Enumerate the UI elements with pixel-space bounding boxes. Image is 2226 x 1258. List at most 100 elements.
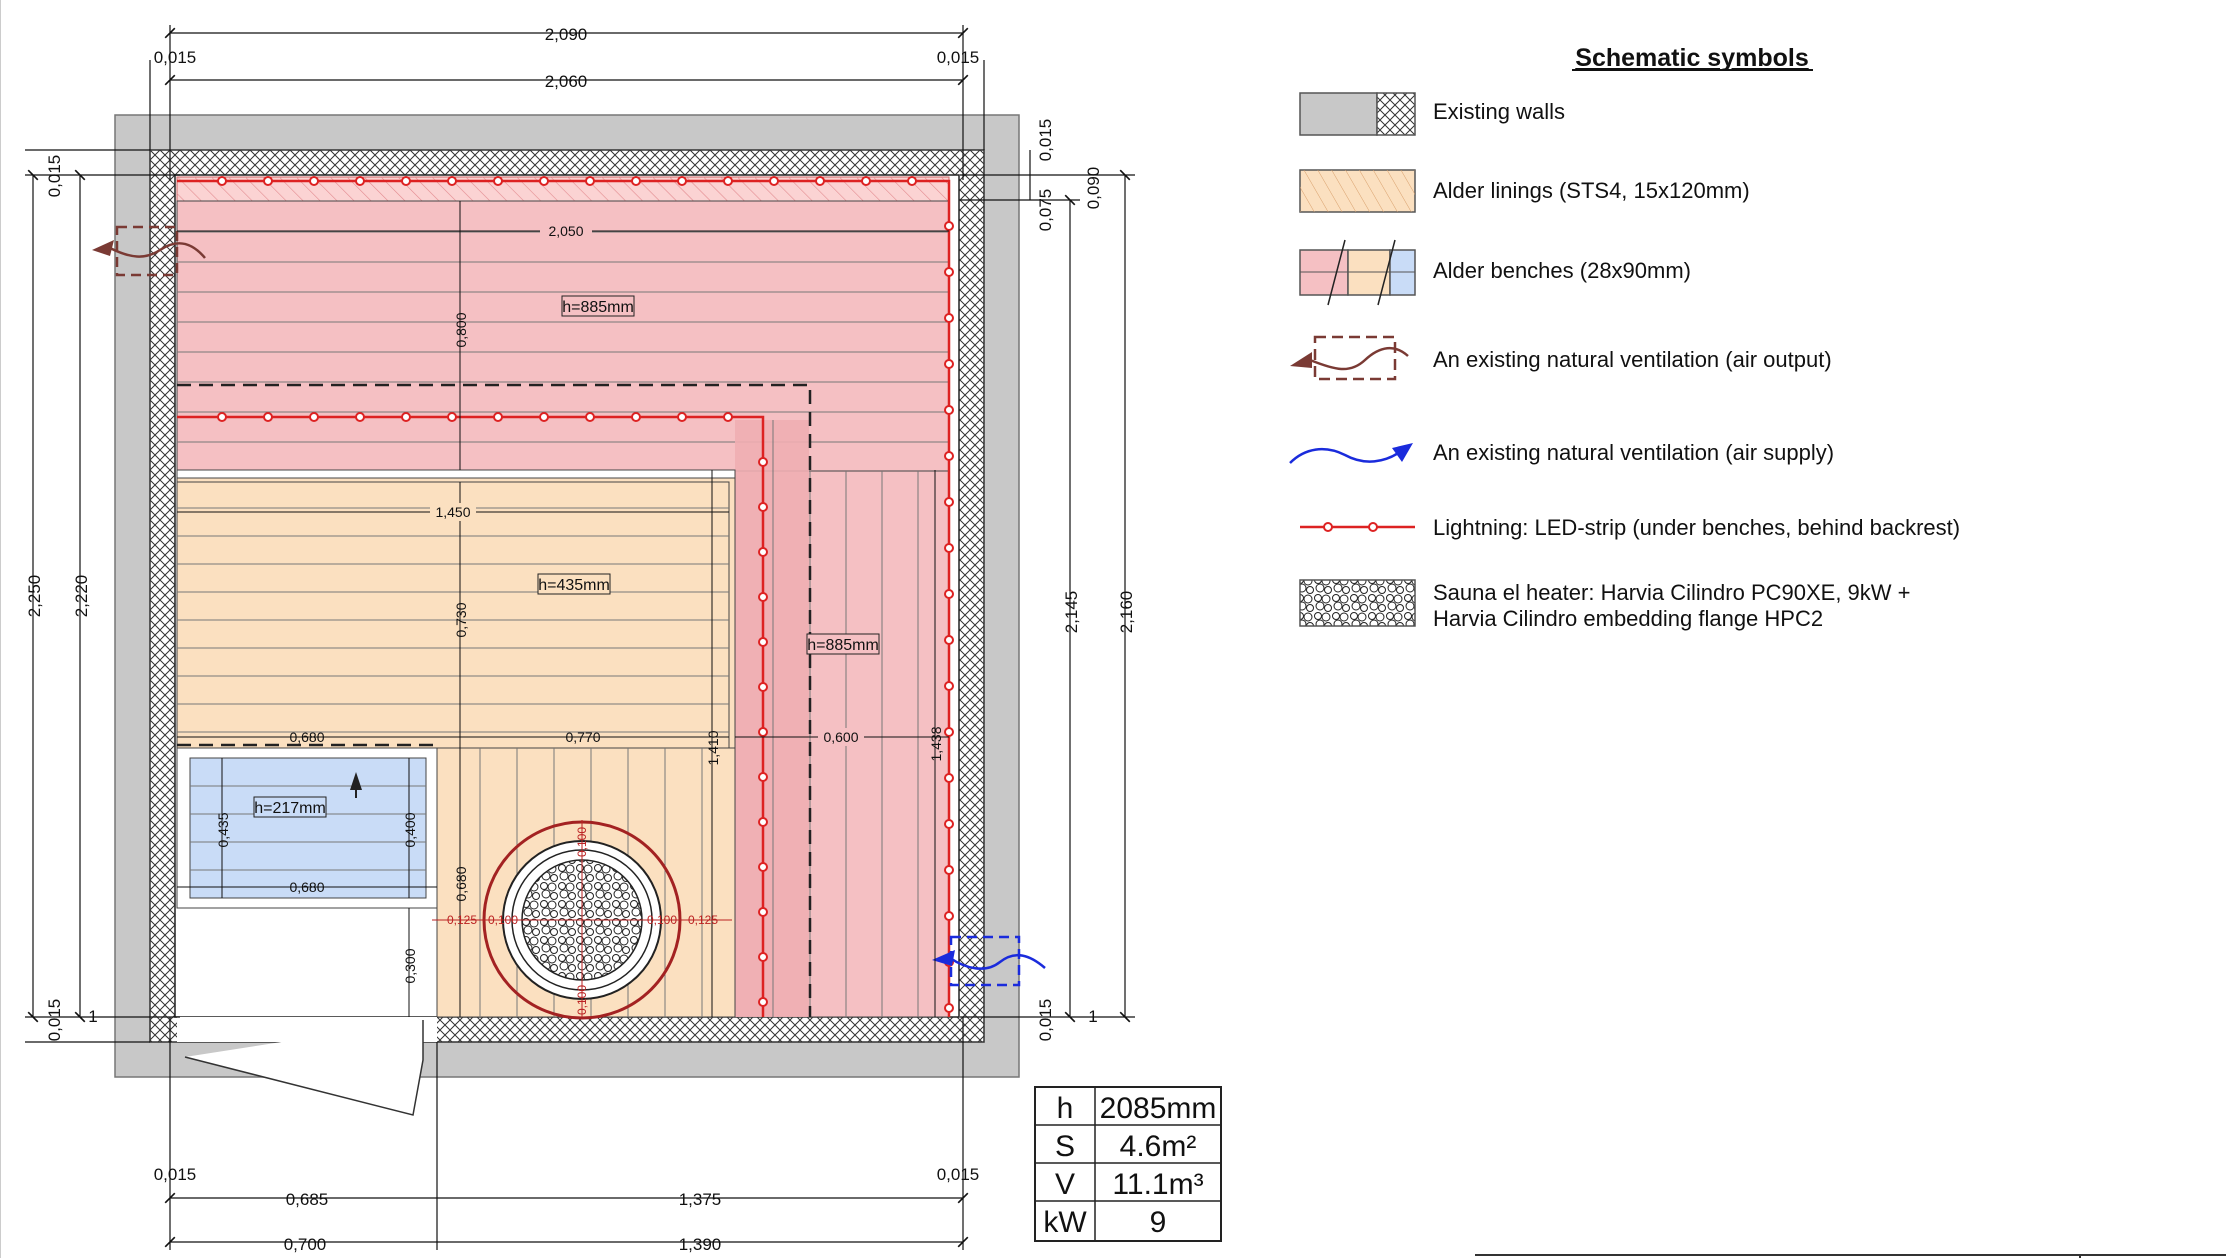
led-dot <box>944 727 954 737</box>
led-dot <box>401 176 411 186</box>
led-dot <box>493 412 503 422</box>
dim-door-gap: 0,300 <box>402 948 418 983</box>
dim-top-right-edge: 0,015 <box>937 48 980 67</box>
dim-floor-width: 0,770 <box>565 729 600 745</box>
led-dot <box>631 412 641 422</box>
led-dot <box>815 176 825 186</box>
dim-bottom-right-b: 1,390 <box>679 1235 722 1254</box>
dim-bench-top-width: 2,050 <box>548 223 583 239</box>
led-dot <box>758 592 768 602</box>
dim-bench-mid-width: 1,450 <box>435 504 470 520</box>
legend-label-benches: Alder benches (28x90mm) <box>1433 258 1691 283</box>
dim-right-inner: 2,145 <box>1062 591 1081 634</box>
door-swing <box>184 1020 424 1116</box>
dim-heater-clear-bottom: 0,100 <box>575 985 589 1015</box>
led-dot <box>944 359 954 369</box>
led-dot <box>585 412 595 422</box>
dim-step-depth-a: 0,435 <box>215 812 231 847</box>
led-dot <box>677 176 687 186</box>
led-dot <box>758 547 768 557</box>
alder-benches-swatch <box>1299 239 1416 306</box>
dim-top-total: 2,090 <box>545 25 588 44</box>
upper-bench-outline <box>177 383 812 1017</box>
dim-heater-clear-a: 0,125 <box>447 913 477 927</box>
led-dot <box>263 412 273 422</box>
led-dot <box>758 952 768 962</box>
led-dot <box>758 502 768 512</box>
dim-left-top-edge: 0,015 <box>45 155 64 198</box>
led-dot <box>944 451 954 461</box>
led-dot <box>758 682 768 692</box>
dim-right-top-edge: 0,015 <box>1036 119 1055 162</box>
led-dot <box>217 412 227 422</box>
led-dot <box>944 405 954 415</box>
dim-heater-clear-top: 0,100 <box>575 827 589 857</box>
led-dot <box>907 176 917 186</box>
dim-floor-depth: 0,680 <box>453 866 469 901</box>
dim-bottom-right-a: 1,375 <box>679 1190 722 1209</box>
dim-heater-clear-b: 0,100 <box>488 913 518 927</box>
led-dot <box>944 865 954 875</box>
section-mark-right: 1 <box>1088 1007 1097 1026</box>
spec-key-v: V <box>1055 1168 1075 1201</box>
led-dot <box>631 176 641 186</box>
dim-top-left-edge: 0,015 <box>154 48 197 67</box>
spec-value-s: 4.6m² <box>1120 1130 1197 1163</box>
dim-right-top-gap: 0,075 <box>1036 189 1055 232</box>
dim-step-width-top: 0,680 <box>289 729 324 745</box>
led-dot <box>447 412 457 422</box>
led-dot <box>944 911 954 921</box>
label-step-height: h=217mm <box>254 800 326 817</box>
existing-walls-swatch <box>1299 92 1416 136</box>
led-dot <box>758 727 768 737</box>
dim-bench-top-depth: 0,800 <box>453 312 469 347</box>
alder-linings-swatch <box>1299 169 1416 213</box>
spec-value-v: 11.1m³ <box>1112 1168 1203 1201</box>
legend-label-vent-in: An existing natural ventilation (air sup… <box>1433 440 1834 465</box>
dim-right-top-outer: 0,090 <box>1084 167 1103 210</box>
section-mark-left: 1 <box>88 1007 97 1026</box>
led-dot <box>944 589 954 599</box>
led-dot <box>944 819 954 829</box>
led-dot <box>217 176 227 186</box>
heater-swatch <box>1299 579 1416 627</box>
led-dot <box>944 497 954 507</box>
spec-key-kw: kW <box>1043 1206 1087 1239</box>
dim-bottom-left-edge: 0,015 <box>154 1165 197 1184</box>
legend-title: Schematic symbols <box>1575 44 1808 72</box>
spec-value-h: 2085mm <box>1100 1092 1217 1125</box>
label-bench-mid-height: h=435mm <box>538 577 610 594</box>
led-dot <box>447 176 457 186</box>
led-dot <box>944 773 954 783</box>
led-dot <box>758 772 768 782</box>
led-dot <box>758 907 768 917</box>
legend: Schematic symbols Existing walls Alder l… <box>1289 44 1960 631</box>
dim-bench-right-depth: 0,600 <box>823 729 858 745</box>
led-dot <box>355 176 365 186</box>
led-dot <box>723 412 733 422</box>
dim-bottom-left-a: 0,685 <box>286 1190 329 1209</box>
specs-table: h 2085mm S 4.6m² V 11.1m³ kW 9 <box>1034 1086 1222 1242</box>
ventilation-output-icon <box>1290 335 1409 381</box>
upper-bench-back <box>176 200 950 472</box>
dim-right-bottom-edge: 0,015 <box>1036 999 1055 1042</box>
label-bench-top-height: h=885mm <box>562 299 634 316</box>
led-dot <box>677 412 687 422</box>
led-strip-icon <box>1300 522 1415 532</box>
dim-top-inner: 2,060 <box>545 72 588 91</box>
legend-label-led: Lightning: LED-strip (under benches, beh… <box>1433 515 1960 540</box>
led-dot <box>758 637 768 647</box>
led-dot <box>944 681 954 691</box>
spec-key-s: S <box>1055 1130 1075 1163</box>
dim-left-inner: 2,220 <box>72 575 91 618</box>
led-dot <box>944 1003 954 1013</box>
led-dot <box>758 817 768 827</box>
dim-right-total: 2,160 <box>1117 591 1136 634</box>
spec-value-kw: 9 <box>1150 1206 1167 1239</box>
label-bench-right-height: h=885mm <box>807 637 879 654</box>
led-dot <box>493 176 503 186</box>
led-dot <box>263 176 273 186</box>
led-dot <box>769 176 779 186</box>
led-dot <box>944 313 954 323</box>
